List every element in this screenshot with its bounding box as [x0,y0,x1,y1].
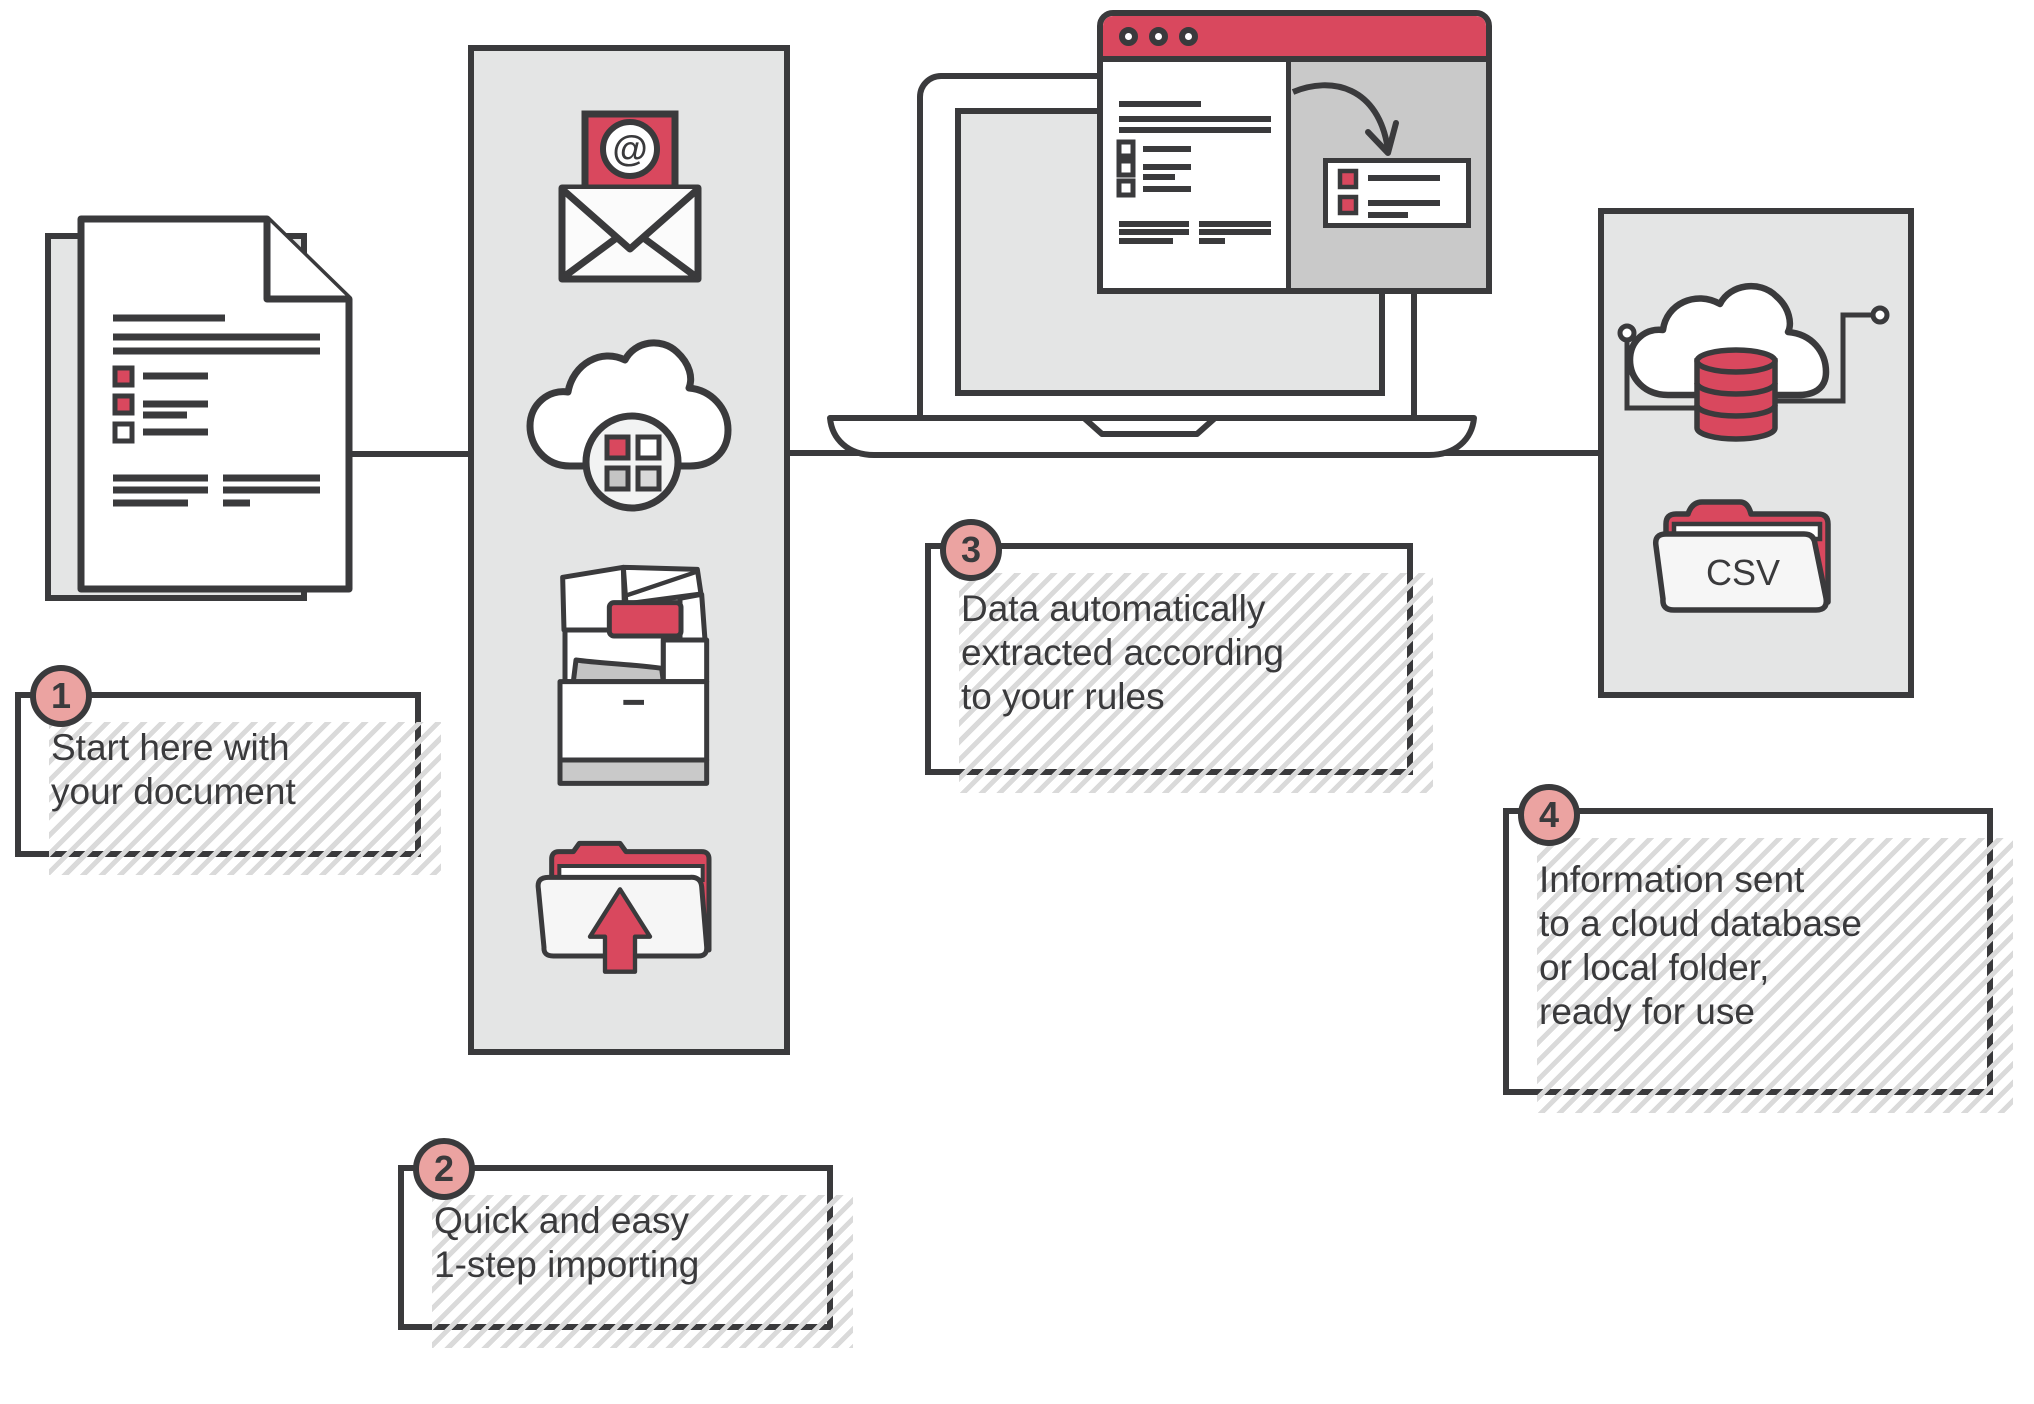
extracted-data-card [1323,158,1471,228]
printer-scanner-icon [557,564,710,786]
connector-doc-to-import [345,451,470,457]
step-4-text: Information sent to a cloud database or … [1539,859,1862,1032]
step-number: 1 [50,675,72,716]
browser-extraction-pane [1291,62,1486,288]
browser-document-pane [1103,62,1291,288]
step-3-label-box: 3 Data automatically extracted according… [925,519,1433,793]
browser-titlebar [1103,16,1486,62]
step-number: 3 [960,529,982,570]
stacked-documents-icon [77,215,353,593]
curved-arrow-icon [1291,82,1399,156]
step-2-label-box: 2 Quick and easy 1-step importing [398,1138,853,1348]
step-1-badge: 1 [30,665,92,727]
step-2-badge: 2 [413,1138,475,1200]
csv-folder-icon: CSV [1652,499,1831,613]
step-number: 4 [1538,794,1560,835]
window-button-icon [1179,26,1198,46]
cloud-database-icon [1617,282,1890,442]
folder-upload-icon [535,840,712,974]
laptop-base [827,415,1477,458]
step-1-label-box: 1 Start here with your document [15,665,441,875]
step-3-badge: 3 [940,519,1002,581]
csv-label: CSV [1706,552,1780,593]
cloud-apps-icon [526,339,732,512]
step-1-text: Start here with your document [51,727,296,812]
step-4-label-box: 4 Information sent to a cloud database o… [1503,784,2013,1113]
window-button-icon [1119,26,1138,46]
browser-window-icon [1097,10,1492,294]
window-button-icon [1149,26,1168,46]
step-2-text: Quick and easy 1-step importing [434,1200,700,1285]
step-4-badge: 4 [1518,784,1580,846]
step-number: 2 [433,1148,455,1189]
envelope-email-icon: @ [558,110,702,283]
step-3-text: Data automatically extracted according t… [961,588,1284,717]
at-symbol: @ [612,128,647,169]
extracted-data-rows [1337,168,1440,218]
document-lines [1116,101,1271,244]
